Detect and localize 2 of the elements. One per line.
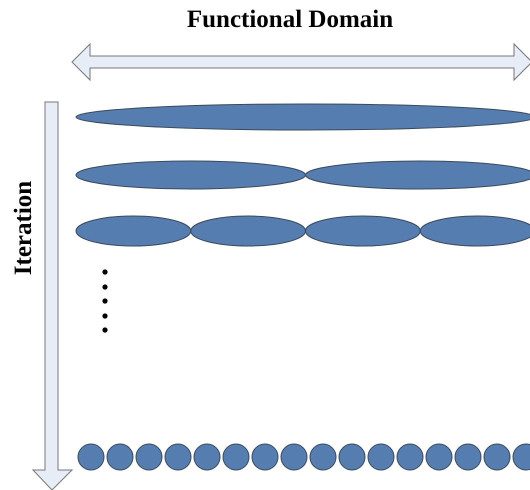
axis-label: Iteration (10, 180, 38, 278)
axis-label: Functional Domain (186, 6, 394, 34)
